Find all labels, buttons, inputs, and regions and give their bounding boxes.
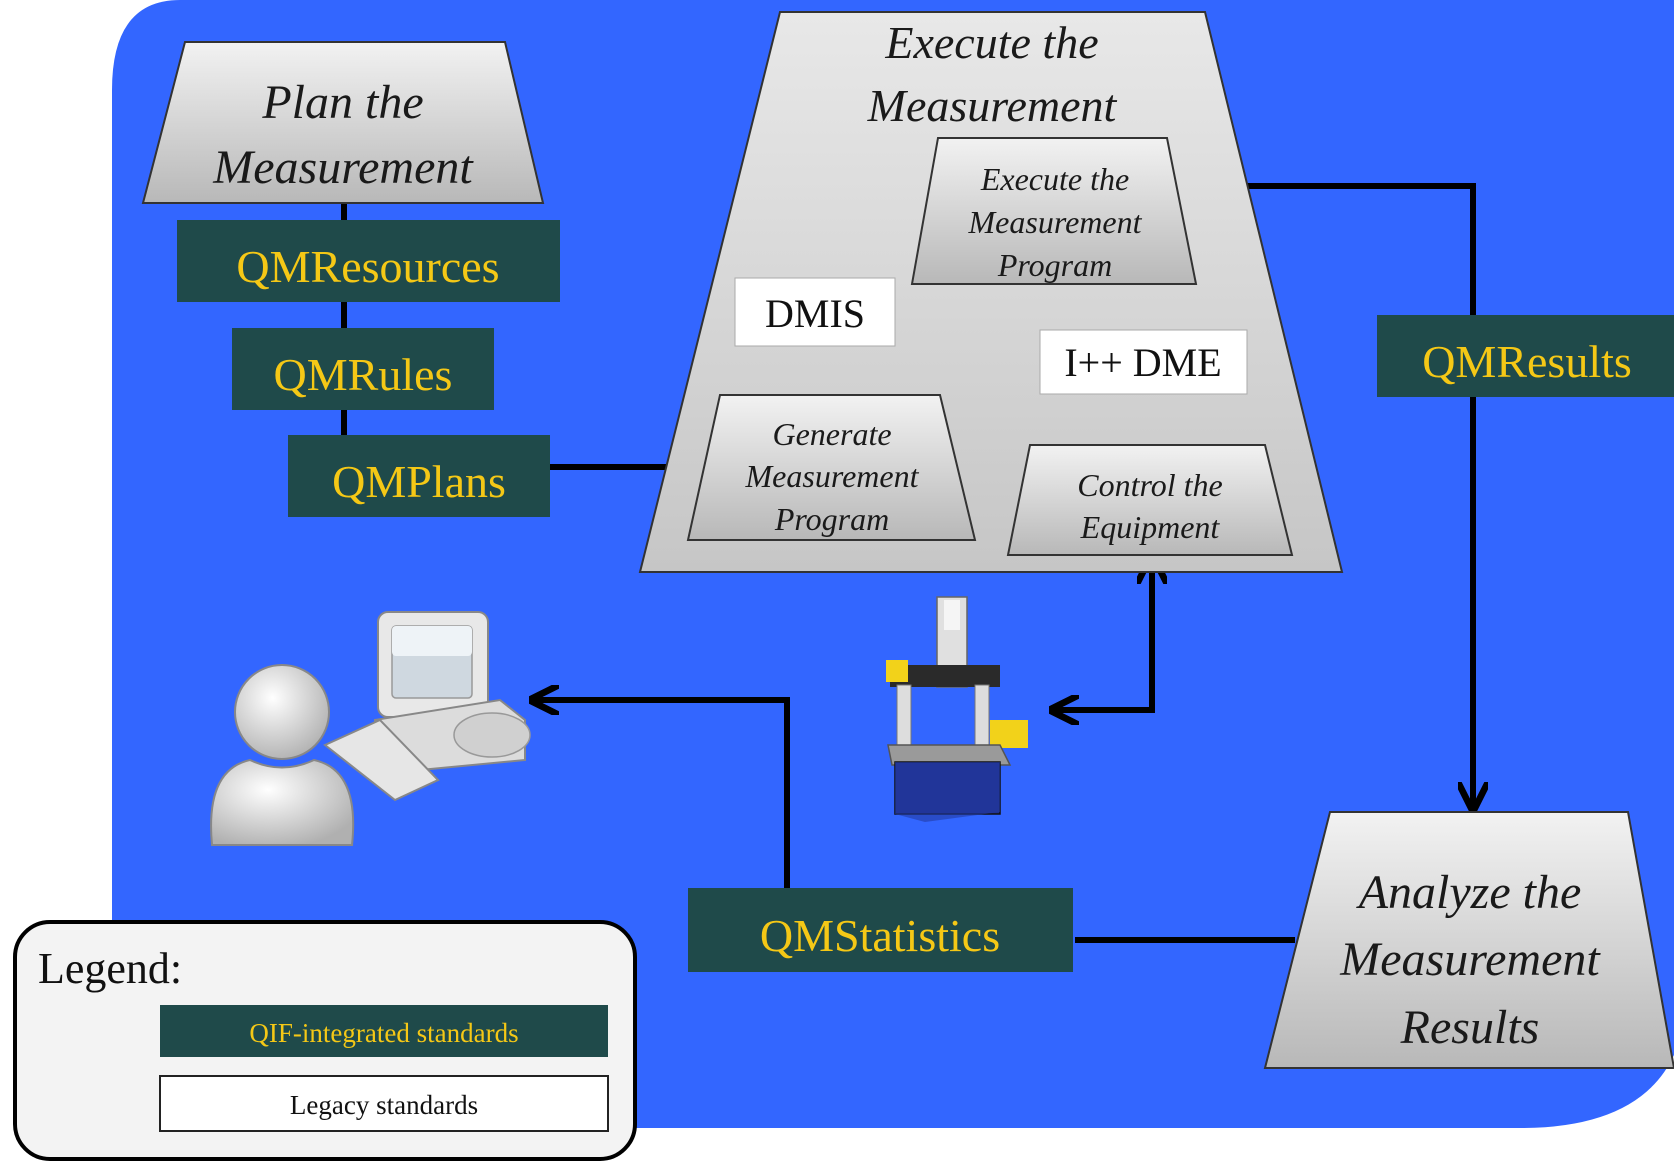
plan-measurement-stage xyxy=(141,41,545,204)
control-to-cmm-arrow xyxy=(1055,560,1152,710)
qmresults-label: QMResults xyxy=(1422,336,1632,387)
results-arrow xyxy=(1182,183,1473,806)
legend-qif-label: QIF-integrated standards xyxy=(249,1018,518,1048)
legend-qif-swatch xyxy=(160,1005,608,1057)
legend-legacy-swatch xyxy=(159,1075,609,1132)
qmstatistics-label: QMStatistics xyxy=(760,910,1000,961)
qmresults-box xyxy=(1377,315,1674,397)
qmplans-box xyxy=(288,435,550,517)
control-equipment-line1: Control the xyxy=(1077,467,1222,503)
plan-stage-title-line1: Plan the xyxy=(261,76,423,129)
analyze-stage-title-line3: Results xyxy=(1400,1001,1540,1054)
dmis-box xyxy=(734,277,896,347)
dmis-label: DMIS xyxy=(765,291,865,336)
analyze-stage-title-line1: Analyze the xyxy=(1356,866,1582,919)
execute-program-line2: Measurement xyxy=(968,204,1143,240)
idme-label: I++ DME xyxy=(1064,340,1221,385)
analyze-stage-title-line2: Measurement xyxy=(1339,933,1601,986)
analyze-results-stage xyxy=(1263,811,1674,1069)
legend: Legend: QIF-integrated standards Legacy … xyxy=(13,920,637,1161)
qmrules-label: QMRules xyxy=(274,349,453,400)
qmstatistics-box xyxy=(688,888,1073,972)
execute-program-stage xyxy=(910,137,1198,285)
execute-stage-title-line2: Measurement xyxy=(867,80,1118,131)
generate-program-line2: Measurement xyxy=(745,458,920,494)
statistics-to-user-arrow xyxy=(535,700,790,890)
execute-program-line3: Program xyxy=(997,247,1112,283)
generate-program-line1: Generate xyxy=(772,416,891,452)
plan-stage-title-line2: Measurement xyxy=(212,141,474,194)
legend-legacy-label: Legacy standards xyxy=(290,1090,478,1120)
generate-program-stage xyxy=(686,394,977,541)
control-equipment-line2: Equipment xyxy=(1080,509,1221,545)
execute-program-line1: Execute the xyxy=(980,161,1129,197)
execute-stage-title-line1: Execute the xyxy=(884,17,1098,68)
qmrules-box xyxy=(232,328,494,410)
qmresources-box xyxy=(177,220,560,302)
control-equipment-stage xyxy=(1006,444,1294,556)
user-at-computer-icon xyxy=(210,611,531,846)
idme-box xyxy=(1039,329,1248,395)
qmplans-label: QMPlans xyxy=(332,456,506,507)
coordinate-measuring-machine-icon xyxy=(886,596,1028,822)
legend-title: Legend: xyxy=(38,944,182,993)
generate-program-line3: Program xyxy=(774,501,889,537)
qmresources-label: QMResources xyxy=(236,241,499,292)
